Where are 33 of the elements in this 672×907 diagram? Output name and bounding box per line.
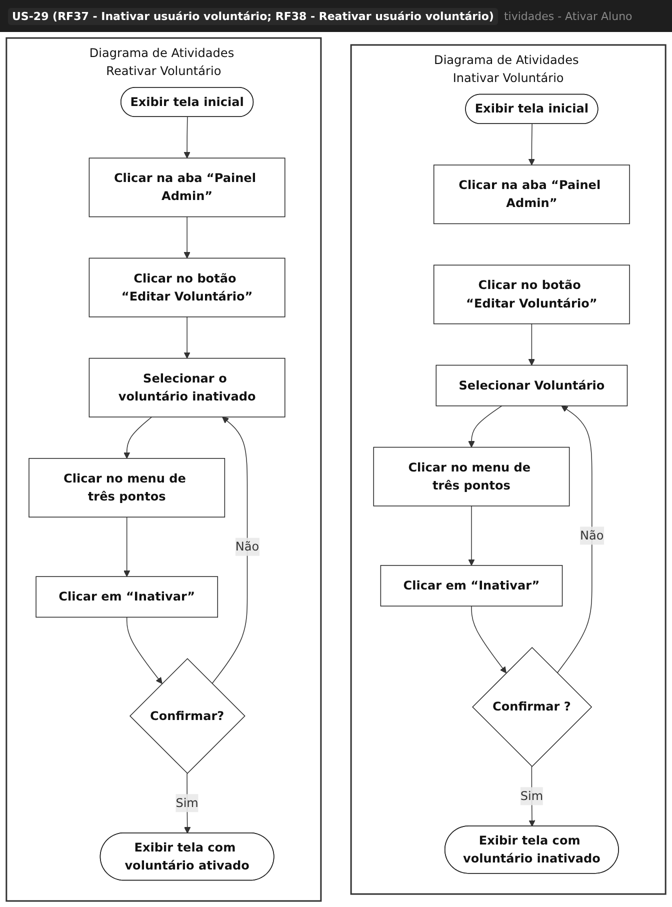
node-box: Selecionar Voluntário [436,364,628,406]
node-box: Clicar no botão “Editar Voluntário” [433,264,630,324]
node-box: Clicar no menu de três pontos [373,446,570,506]
node-box: Clicar no botão “Editar Voluntário” [88,258,286,318]
arrow [126,616,162,684]
node-box: Clicar na aba “Painel Admin” [88,158,286,218]
arrow [212,416,248,684]
node-box: Clicar no menu de três pontos [28,458,226,518]
arrow [528,124,535,166]
arrow [556,406,592,674]
arrow [468,506,475,566]
node-box: Clicar em “Inativar” [36,576,218,618]
node-box: Selecionar o voluntário inativado [88,358,286,418]
arrow [468,405,502,448]
edge-label: Não [235,539,260,554]
arrow [184,116,190,158]
arrow [528,766,536,827]
tab-title: tividades - Ativar Aluno [504,10,632,22]
node-diamond: Confirmar? [130,658,246,774]
arrow [124,516,130,577]
edge-label: Não [580,528,604,542]
tab-title: US-29 (RF37 - Inativar usuário voluntário; RF38 - Reativar usuário voluntário) [8,8,498,24]
arrow [124,416,152,459]
arrow [184,773,191,834]
node-diamond: Confirmar ? [472,646,592,767]
arrow [528,323,535,366]
arrow [471,606,506,674]
node-box: Clicar na aba “Painel Admin” [433,164,630,224]
edge-label: Sim [520,788,544,803]
arrow [184,316,190,359]
edge-label: Sim [176,796,198,810]
node-box: Clicar em “Inativar” [380,565,563,606]
arrow [184,216,190,258]
